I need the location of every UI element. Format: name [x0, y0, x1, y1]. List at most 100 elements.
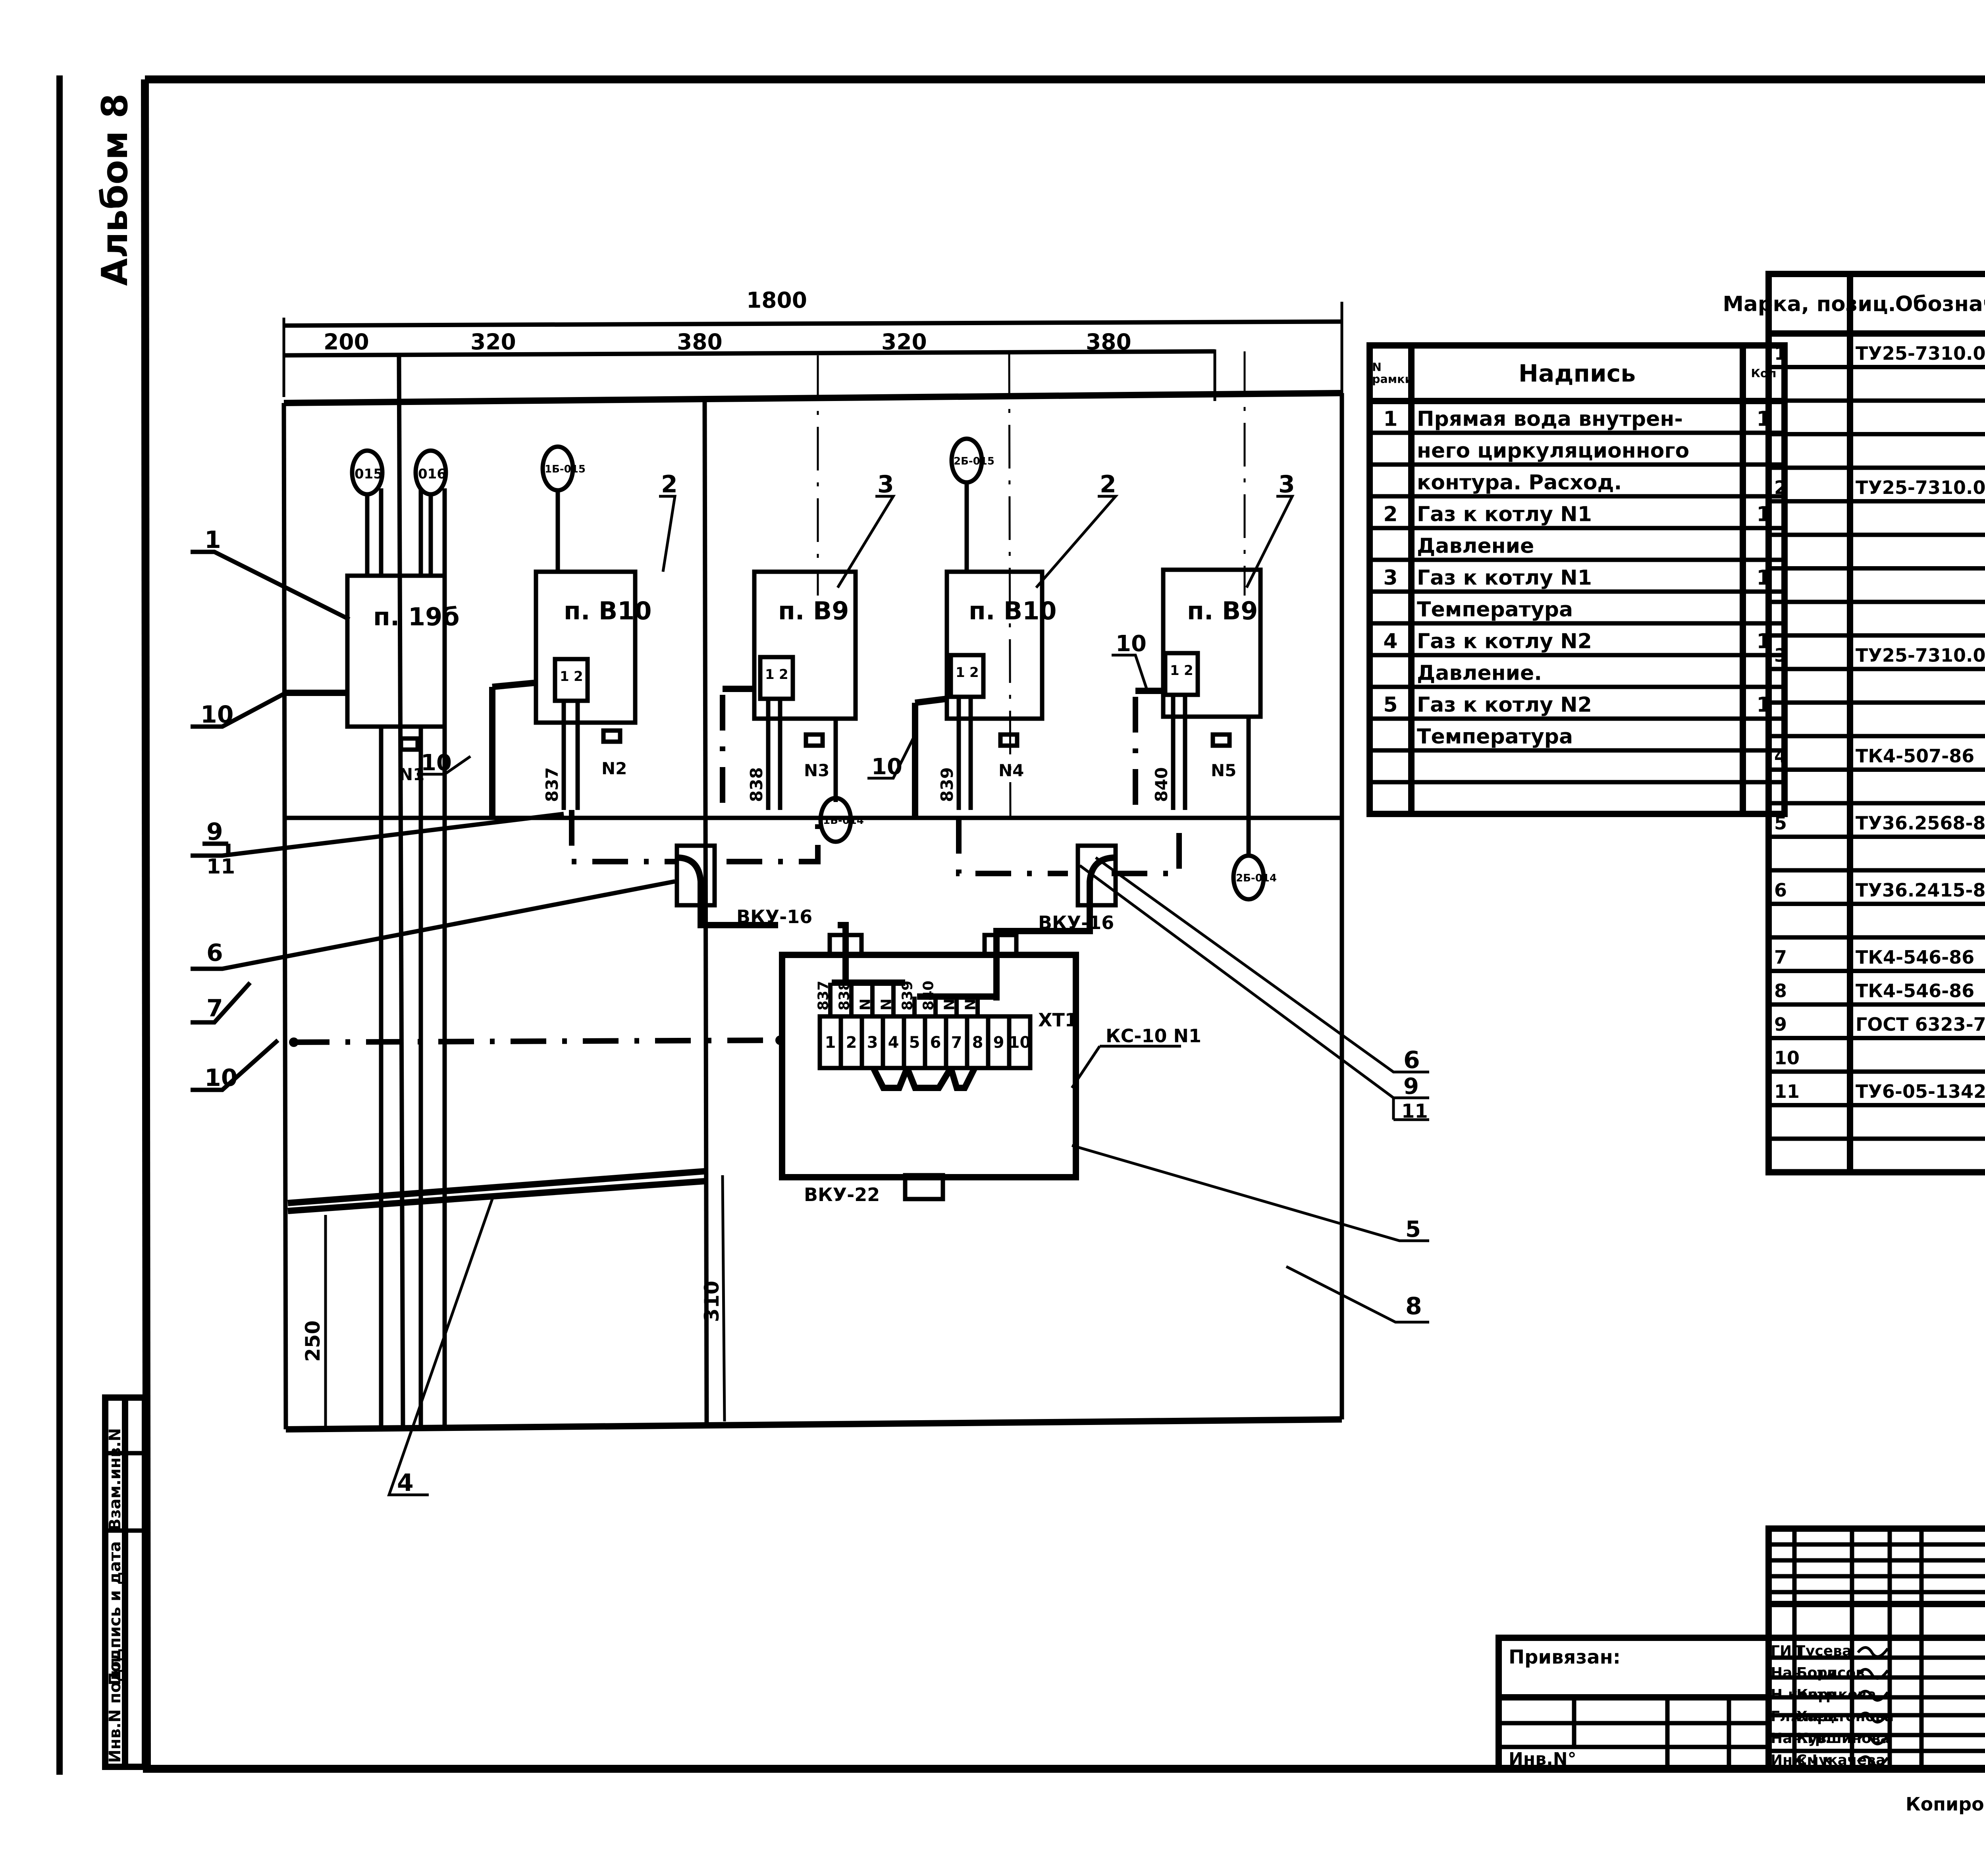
instrument-panel-2: 1Б-015 п. В10 1 2 N2 837: [534, 444, 652, 810]
dim-seg-5: 380: [1086, 329, 1131, 355]
callout-10-b: 10: [204, 1064, 238, 1092]
table-header-cell: Надпись: [1519, 360, 1636, 388]
wire-label: N: [858, 999, 874, 1010]
tag-2b-014: 2Б-014: [1236, 872, 1277, 884]
wire-label: N: [963, 999, 979, 1010]
title-block: Привязан: Инв.N° ТП903-1-269.89 АТМ ГИПГ…: [1495, 1525, 1985, 1772]
table-row: Температура: [1417, 725, 1573, 748]
terminal-number: 5: [909, 1033, 920, 1052]
wire-label: 838: [836, 981, 853, 1010]
wire-label: 839: [900, 981, 916, 1010]
terminal-number: 2: [846, 1033, 857, 1052]
callout-10-wire-1: 10: [421, 750, 452, 776]
callout-3-a: 3: [877, 470, 894, 498]
tag-015: 015: [355, 466, 383, 482]
terminal-1: 1: [765, 667, 775, 683]
instrument-panel-4: 2Б-015 п. В10 1 2 N4 839: [937, 436, 1057, 810]
table-cell: Давление: [1417, 534, 1534, 558]
tag-1b-015: 1Б-015: [545, 463, 586, 475]
plate-N3: N3: [804, 761, 829, 780]
role-name: Гусева: [1796, 1643, 1852, 1659]
table-cell: 3: [1774, 644, 1787, 666]
terminal-number: 6: [930, 1033, 941, 1052]
table-cell: 4: [1383, 629, 1397, 653]
table-row: контура. Расход.: [1417, 470, 1622, 494]
table-cell: ТУ25-7310.031-86: [1856, 644, 1985, 666]
table-cell: 11: [1774, 1081, 1800, 1102]
footer: Копировал: Исаева 23801-08 41 Формат А2: [1906, 1793, 1985, 1815]
callout-5-right: 5: [1405, 1217, 1421, 1242]
inv-no-label: Инв.N°: [1509, 1749, 1576, 1769]
terminal-2: 2: [779, 667, 788, 683]
table-cell: Температура: [1417, 725, 1573, 748]
dim-seg-3: 380: [677, 329, 723, 355]
terminal-number: 4: [888, 1033, 899, 1052]
table-cell: ТК4-546-86: [1856, 980, 1974, 1001]
table-cell: 10: [1774, 1047, 1800, 1068]
table-header-cell: Марка, позиц.: [1723, 292, 1896, 316]
side-stamp-signature: Подпись и дата: [106, 1541, 124, 1685]
terminal-number: 10: [1009, 1033, 1031, 1052]
callout-9: 9: [206, 818, 223, 846]
callout-4: 4: [397, 1469, 414, 1497]
table-cell: ТУ6-05-1342-75: [1856, 1081, 1985, 1102]
table-row: Давление: [1417, 534, 1534, 558]
callout-3-b: 3: [1278, 470, 1295, 498]
terminal-number: 1: [825, 1033, 836, 1052]
album-label: Альбом 8: [94, 93, 136, 286]
callout-11: 11: [206, 855, 235, 879]
instrument-panel-1: 015 016 п. 19б N1: [345, 448, 460, 1429]
panel-label-5: п. В9: [1187, 596, 1258, 625]
wire-label: 837: [815, 981, 832, 1010]
terminal-cell: 2: [838, 1014, 864, 1070]
copied-by: Копировал: Исаева: [1906, 1793, 1985, 1815]
wire-839: 839: [937, 767, 957, 802]
table-row: него циркуляционного: [1417, 439, 1689, 463]
table-cell: Прямая вода внутрен-: [1417, 407, 1683, 431]
signature: [1857, 1712, 1889, 1724]
terminal-2: 2: [969, 665, 979, 681]
table-row: 10Провод ПСО-44.5м: [1774, 1047, 1800, 1068]
tag-2b-015: 2Б-015: [954, 455, 994, 467]
terminal-1: 1: [1170, 663, 1179, 679]
terminal-2: 2: [1184, 663, 1193, 679]
table-cell: 3: [1383, 566, 1397, 590]
instrument-panel-5: п. В9 1 2 2Б-014 N5 840: [1152, 567, 1277, 902]
callout-10-a: 10: [200, 701, 234, 729]
table-row: Давление.: [1417, 661, 1542, 685]
callout-2-b: 2: [1100, 470, 1116, 498]
role-title: ГИП: [1771, 1643, 1804, 1659]
callout-11-right: 11: [1401, 1100, 1428, 1122]
panel-label-2: п. В10: [564, 596, 652, 625]
callout-10-wire-3: 10: [1116, 631, 1147, 657]
dim-overall: 1800: [746, 287, 807, 313]
role-title: Гл.спец.: [1771, 1708, 1840, 1725]
wire-840: 840: [1152, 767, 1171, 802]
table-cell: ТК4-507-86: [1856, 745, 1974, 767]
role-row: Гл.спец.Харитонова: [1771, 1708, 1894, 1725]
callout-7: 7: [206, 995, 223, 1022]
terminal-number: 9: [993, 1033, 1004, 1052]
dim-seg-4: 320: [881, 329, 927, 355]
plate-N5: N5: [1211, 761, 1236, 780]
plate-N4: N4: [998, 761, 1024, 780]
table-header-cell: Обозначение: [1895, 292, 1985, 316]
role-title: Инж.I к: [1771, 1752, 1832, 1768]
signature: [1857, 1646, 1889, 1658]
table-cell: Газ к котлу N2: [1417, 629, 1592, 653]
tag-1b-014: 1Б-014: [823, 815, 864, 827]
dim-vert-mid: 310: [700, 1281, 723, 1322]
role-row: Нач.гр.Кувшинова: [1771, 1730, 1890, 1747]
terminal-number: 8: [972, 1033, 983, 1052]
